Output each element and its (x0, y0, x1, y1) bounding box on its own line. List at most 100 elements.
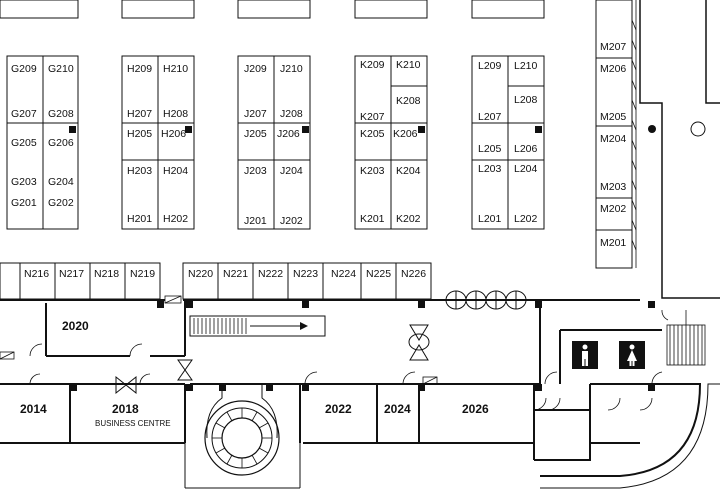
booth-k204: K204 (396, 165, 421, 177)
right-wall (639, 0, 720, 299)
booth-n218: N218 (94, 268, 119, 280)
booth-l201: L201 (478, 213, 502, 225)
booth-k202: K202 (396, 213, 421, 225)
booth-n226: N226 (401, 268, 426, 280)
booth-l202: L202 (514, 213, 538, 225)
booth-h203: H203 (127, 165, 152, 177)
booth-l205: L205 (478, 143, 502, 155)
booth-labels-k: K209 K210 K208 K207 K205 K206 K203 K204 … (360, 59, 421, 225)
booth-blocks (6, 0, 633, 269)
booth-g202: G202 (48, 197, 74, 209)
booth-m203: M203 (600, 181, 626, 193)
top-partial-booths (0, 0, 545, 19)
booth-n217: N217 (59, 268, 84, 280)
booth-k205: K205 (360, 128, 385, 140)
room-2014: 2014 (20, 402, 47, 416)
booth-j201: J201 (244, 215, 267, 227)
booth-g205: G205 (11, 137, 37, 149)
booth-n223: N223 (293, 268, 318, 280)
booth-l204: L204 (514, 163, 538, 175)
booth-j207: J207 (244, 108, 267, 120)
lower-walls (0, 299, 662, 461)
booth-h210: H210 (163, 63, 188, 75)
booth-j210: J210 (280, 63, 303, 75)
booth-k209: K209 (360, 59, 385, 71)
booth-h206: H206 (161, 128, 186, 140)
room-2024: 2024 (384, 402, 411, 416)
booth-j203: J203 (244, 165, 267, 177)
booth-m202: M202 (600, 203, 626, 215)
booth-m207: M207 (600, 41, 626, 53)
booth-labels-m: M207 M206 M205 M204 M203 M202 M201 (600, 41, 626, 249)
column-circle (690, 121, 706, 137)
spiral-stair-icon (204, 384, 280, 476)
booth-k201: K201 (360, 213, 385, 225)
booth-labels-g: G209 G210 G207 G208 G205 G206 G203 G204 … (11, 63, 74, 209)
booth-g203: G203 (11, 176, 37, 188)
double-doors (445, 290, 527, 310)
booth-labels-n: N216 N217 N218 N219 N220 N221 N222 N223 … (24, 268, 426, 280)
booth-j209: J209 (244, 63, 267, 75)
booth-n221: N221 (223, 268, 248, 280)
booth-m201: M201 (600, 237, 626, 249)
booth-h207: H207 (127, 108, 152, 120)
booth-j204: J204 (280, 165, 303, 177)
room-2018-subtitle: BUSINESS CENTRE (95, 419, 171, 428)
room-labels: 2020 2014 2018 BUSINESS CENTRE 2022 2024… (20, 319, 489, 428)
booth-g208: G208 (48, 108, 74, 120)
booth-n219: N219 (130, 268, 155, 280)
booth-n224: N224 (331, 268, 356, 280)
booth-n216: N216 (24, 268, 49, 280)
curved-wall-outer (540, 383, 720, 489)
booth-h202: H202 (163, 213, 188, 225)
womens-restroom-icon (619, 341, 645, 369)
booth-labels-h: H209 H210 H207 H208 H205 H206 H203 H204 … (127, 63, 188, 225)
vertical-doors (115, 324, 430, 395)
booth-l207: L207 (478, 111, 502, 123)
small-markers (0, 295, 438, 385)
door-swings (29, 309, 669, 411)
booth-k207: K207 (360, 111, 385, 123)
booth-j205: J205 (244, 128, 267, 140)
booth-g204: G204 (48, 176, 74, 188)
booth-m206: M206 (600, 63, 626, 75)
booth-n225: N225 (366, 268, 391, 280)
booth-l206: L206 (514, 143, 538, 155)
escalator-icon (189, 315, 326, 337)
booth-g201: G201 (11, 197, 37, 209)
booth-n222: N222 (258, 268, 283, 280)
room-2018: 2018 (112, 402, 139, 416)
booth-j208: J208 (280, 108, 303, 120)
column-dot (648, 125, 656, 133)
booth-labels-l: L209 L210 L208 L207 L205 L206 L203 L204 … (478, 60, 538, 225)
room-2020: 2020 (62, 319, 89, 333)
booth-h201: H201 (127, 213, 152, 225)
booth-g207: G207 (11, 108, 37, 120)
booth-h209: H209 (127, 63, 152, 75)
booth-h205: H205 (127, 128, 152, 140)
booth-labels-j: J209 J210 J207 J208 J205 J206 J203 J204 … (244, 63, 303, 227)
booth-h208: H208 (163, 108, 188, 120)
booth-j206: J206 (277, 128, 300, 140)
hatched-strip (631, 0, 637, 268)
booth-k210: K210 (396, 59, 421, 71)
room-2026: 2026 (462, 402, 489, 416)
booth-n220: N220 (188, 268, 213, 280)
booth-l209: L209 (478, 60, 502, 72)
booth-h204: H204 (163, 165, 188, 177)
curved-wall (540, 383, 702, 477)
booth-g206: G206 (48, 137, 74, 149)
booth-k203: K203 (360, 165, 385, 177)
booth-g210: G210 (48, 63, 74, 75)
booth-k206: K206 (393, 128, 418, 140)
booth-m204: M204 (600, 133, 626, 145)
stair-flight (666, 310, 706, 366)
booth-g209: G209 (11, 63, 37, 75)
room-2022: 2022 (325, 402, 352, 416)
mens-restroom-icon (572, 341, 598, 369)
wall-columns (70, 301, 655, 391)
booth-k208: K208 (396, 95, 421, 107)
booth-l208: L208 (514, 94, 538, 106)
booth-markers (69, 126, 542, 133)
